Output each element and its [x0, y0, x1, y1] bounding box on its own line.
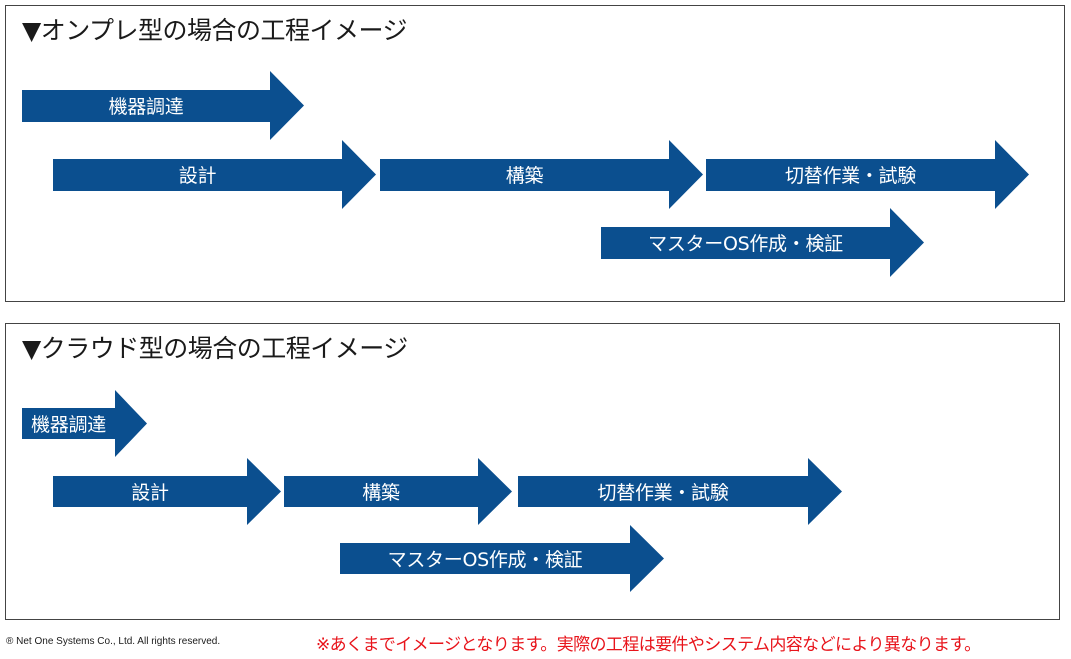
- arrow-label: 切替作業・試験: [785, 165, 916, 187]
- cloud-procurement-arrow: 機器調達: [22, 390, 147, 457]
- arrow-shape: [340, 525, 664, 592]
- onprem-cutover-arrow: 切替作業・試験: [706, 140, 1029, 209]
- arrow-shape: [380, 140, 703, 209]
- arrow-body: [53, 458, 281, 525]
- onprem-panel: ▼オンプレ型の場合の工程イメージ: [5, 5, 1065, 302]
- arrow-shape: [284, 458, 512, 525]
- onprem-procurement-arrow: 機器調達: [22, 71, 304, 140]
- arrow-label: 設計: [131, 482, 169, 504]
- disclaimer-note: ※あくまでイメージとなります。実際の工程は要件やシステム内容などにより異なります…: [316, 635, 981, 655]
- arrow-body: [601, 208, 924, 277]
- arrow-body: [284, 458, 512, 525]
- arrow-shape: [706, 140, 1029, 209]
- arrow-shape: [22, 71, 304, 140]
- cloud-design-arrow: 設計: [53, 458, 281, 525]
- arrow-body: [706, 140, 1029, 209]
- onprem-design-arrow: 設計: [53, 140, 376, 209]
- arrow-label: 機器調達: [31, 414, 106, 436]
- arrow-shape: [53, 458, 281, 525]
- onprem-master-os-arrow: マスターOS作成・検証: [601, 208, 924, 277]
- cloud-master-os-arrow: マスターOS作成・検証: [340, 525, 664, 592]
- onprem-title: ▼オンプレ型の場合の工程イメージ: [22, 16, 407, 45]
- arrow-shape: [601, 208, 924, 277]
- arrow-body: [53, 140, 376, 209]
- arrow-shape: [22, 390, 147, 457]
- arrow-body: [380, 140, 703, 209]
- arrow-shape: [53, 140, 376, 209]
- arrow-label: マスターOS作成・検証: [387, 549, 583, 571]
- arrow-label: 機器調達: [108, 96, 184, 118]
- arrow-label: 構築: [505, 165, 544, 187]
- arrow-body: [22, 390, 147, 457]
- cloud-cutover-arrow: 切替作業・試験: [518, 458, 842, 525]
- arrow-body: [340, 525, 664, 592]
- cloud-build-arrow: 構築: [284, 458, 512, 525]
- arrow-body: [22, 71, 304, 140]
- copyright-text: ® Net One Systems Co., Ltd. All rights r…: [6, 636, 221, 647]
- arrow-body: [518, 458, 842, 525]
- onprem-build-arrow: 構築: [380, 140, 703, 209]
- arrow-label: 構築: [362, 482, 400, 504]
- arrow-label: マスターOS作成・検証: [648, 233, 843, 255]
- arrow-label: 切替作業・試験: [597, 482, 729, 504]
- cloud-title: ▼クラウド型の場合の工程イメージ: [22, 334, 408, 363]
- arrow-shape: [518, 458, 842, 525]
- arrow-label: 設計: [178, 165, 217, 187]
